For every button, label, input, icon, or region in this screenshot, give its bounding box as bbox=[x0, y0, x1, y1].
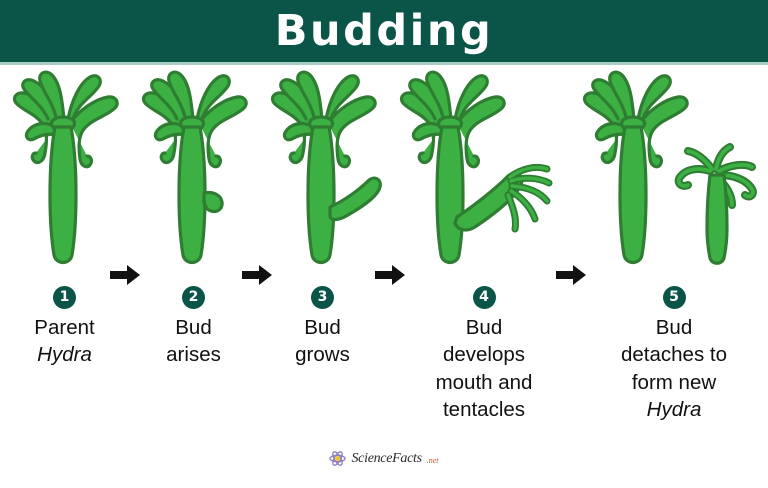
watermark-name: ScienceFacts bbox=[351, 450, 422, 466]
hydra-bud-growing bbox=[328, 176, 382, 222]
stage-3-caption: Bud grows bbox=[258, 314, 387, 369]
right-arrow-icon bbox=[375, 265, 405, 285]
right-arrow-icon bbox=[110, 265, 140, 285]
caption-line: detaches to bbox=[621, 343, 727, 367]
caption-line: develops bbox=[442, 343, 526, 367]
page-title: Budding bbox=[274, 5, 494, 56]
caption-line: arises bbox=[166, 343, 221, 367]
detached-hydra-group bbox=[674, 143, 757, 265]
parent-and-detached-hydra-icon bbox=[582, 70, 757, 265]
stage-3: 3 Bud grows bbox=[258, 65, 387, 369]
budding-diagram: 1 Parent Hydra bbox=[0, 65, 768, 488]
right-arrow-icon bbox=[242, 265, 272, 285]
stage-2-caption: Bud arises bbox=[129, 314, 258, 369]
bud-tentacles-fill bbox=[506, 165, 551, 231]
atom-icon bbox=[329, 451, 347, 466]
stage-number-badge-2: 2 bbox=[182, 285, 205, 309]
banner-underline-divider bbox=[0, 62, 768, 65]
stage-4: 4 Bud develops mouth and tentacles bbox=[397, 65, 571, 423]
hydra-with-small-bud-icon bbox=[141, 70, 248, 265]
caption-line: Bud bbox=[655, 316, 693, 339]
process-arrow-1 bbox=[108, 263, 142, 292]
process-arrow-3 bbox=[373, 263, 407, 292]
caption-line: tentacles bbox=[442, 397, 526, 421]
caption-line: mouth and bbox=[435, 370, 533, 394]
stage-number-badge-1: 1 bbox=[53, 285, 76, 309]
watermark-tld: .net bbox=[426, 456, 439, 465]
hydra-figure-stage-2 bbox=[129, 65, 258, 280]
stage-number-badge-4: 4 bbox=[472, 285, 496, 309]
hydra-figure-stage-3 bbox=[258, 65, 387, 280]
parent-hydra-group bbox=[582, 70, 689, 265]
title-banner: Budding bbox=[0, 0, 768, 62]
caption-line-scientific-name: Hydra bbox=[37, 343, 92, 367]
stage-2: 2 Bud arises bbox=[129, 65, 258, 369]
hydra-bud-small bbox=[202, 190, 224, 214]
stage-1-badge-row: 1 bbox=[0, 280, 129, 314]
stage-5: 5 Bud detaches to form new Hydra bbox=[580, 65, 768, 423]
hydra-body-column bbox=[618, 125, 648, 265]
new-hydra-body-column bbox=[705, 173, 729, 265]
right-arrow-icon bbox=[556, 265, 586, 285]
caption-line-scientific-name: Hydra bbox=[646, 397, 702, 421]
stage-2-badge-row: 2 bbox=[129, 280, 258, 314]
stage-4-caption: Bud develops mouth and tentacles bbox=[397, 314, 571, 423]
parent-hydra-icon bbox=[12, 70, 119, 265]
process-arrow-4 bbox=[554, 263, 588, 292]
hydra-with-tentacled-bud-icon bbox=[399, 70, 553, 265]
hydra-body-column bbox=[177, 125, 207, 265]
stage-5-badge-row: 5 bbox=[580, 280, 768, 314]
process-arrow-2 bbox=[240, 263, 274, 292]
caption-line: form new bbox=[631, 370, 717, 394]
stage-5-caption: Bud detaches to form new Hydra bbox=[580, 314, 768, 423]
stage-4-badge-row: 4 bbox=[397, 280, 571, 314]
hydra-figure-stage-4 bbox=[397, 65, 571, 280]
hydra-figure-stage-5 bbox=[580, 65, 768, 280]
caption-line: Bud bbox=[175, 316, 212, 339]
caption-line: grows bbox=[295, 343, 350, 367]
hydra-body-column bbox=[306, 125, 336, 265]
stage-3-badge-row: 3 bbox=[258, 280, 387, 314]
stage-number-badge-5: 5 bbox=[662, 285, 686, 309]
caption-line: Bud bbox=[304, 316, 341, 339]
stage-1-caption: Parent Hydra bbox=[0, 314, 129, 369]
caption-line: Bud bbox=[465, 316, 503, 339]
hydra-body-column bbox=[48, 125, 78, 265]
stage-1: 1 Parent Hydra bbox=[0, 65, 129, 369]
hydra-figure-stage-1 bbox=[0, 65, 129, 280]
stage-number-badge-3: 3 bbox=[311, 285, 334, 309]
hydra-body-column bbox=[435, 125, 465, 265]
hydra-with-growing-bud-icon bbox=[270, 70, 382, 265]
site-watermark: ScienceFacts .net bbox=[0, 450, 768, 467]
caption-line: Parent bbox=[34, 316, 95, 339]
